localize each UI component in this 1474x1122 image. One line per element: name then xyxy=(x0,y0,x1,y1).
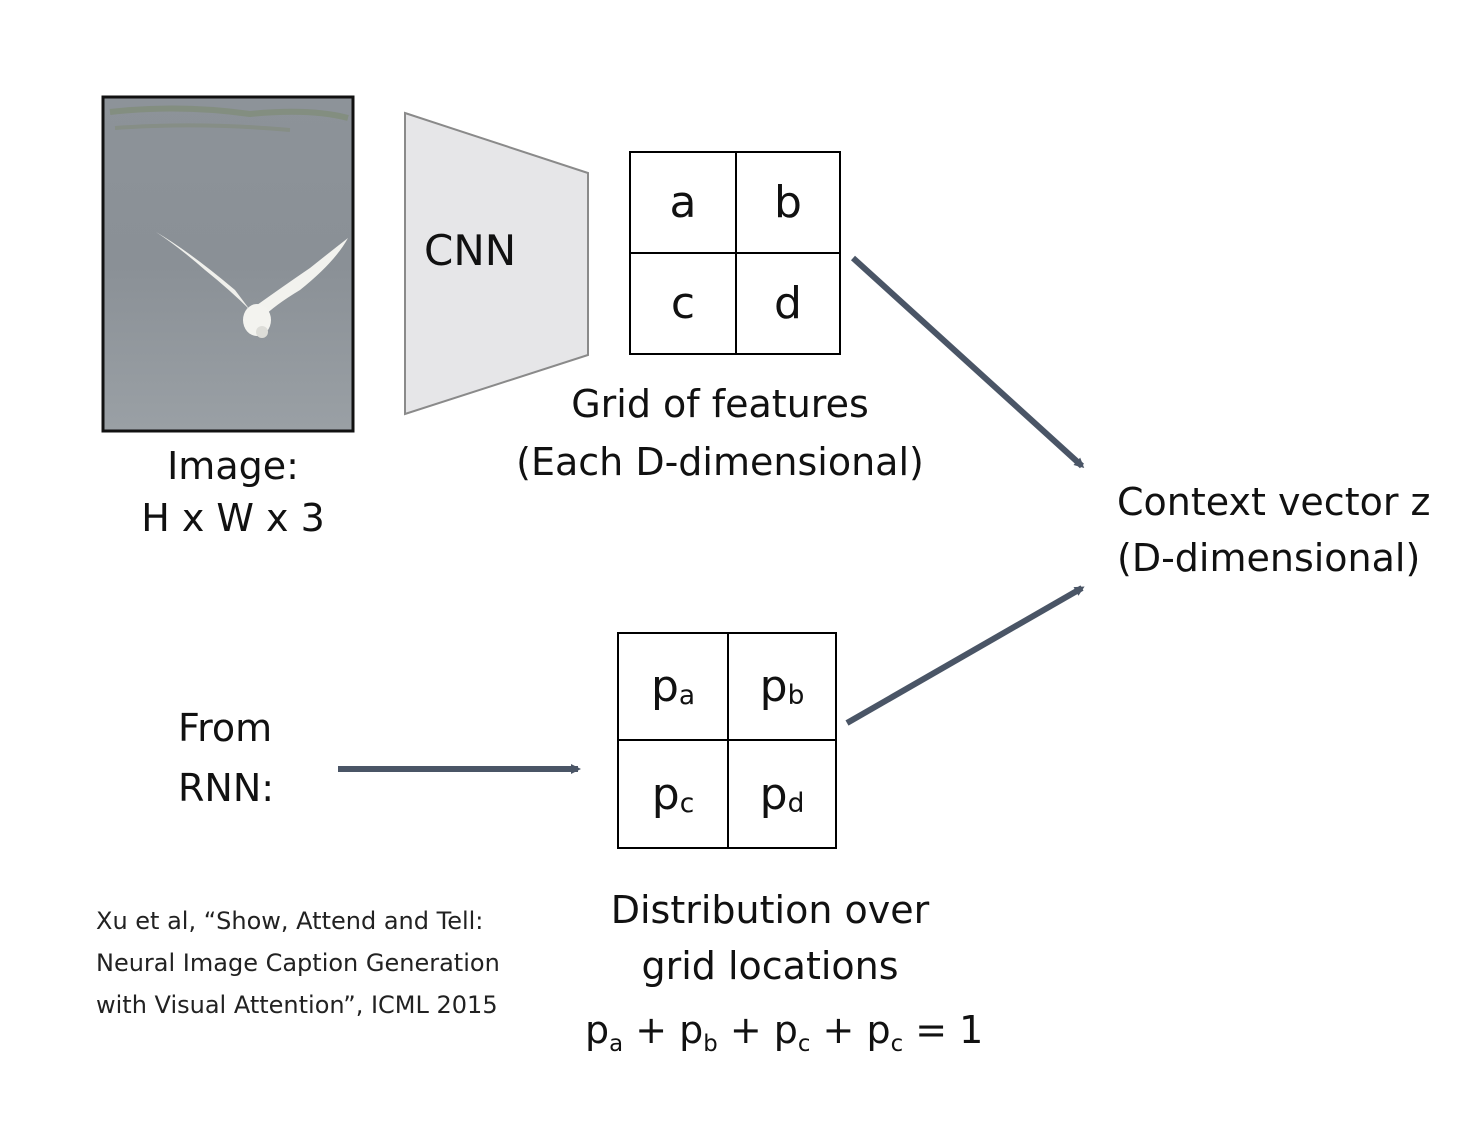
rnn-line1: From xyxy=(178,706,273,750)
eq-plus-2: + xyxy=(729,1008,762,1052)
citation-line2: Neural Image Caption Generation xyxy=(96,949,500,977)
feature-cell-b: b xyxy=(774,177,802,228)
prob-cell-a-sub: a xyxy=(678,680,696,712)
prob-cell-b-base: p xyxy=(759,661,788,712)
probability-sum-equation: pa + pb + pc + pc = 1 xyxy=(585,1008,984,1057)
prob-caption-line2: grid locations xyxy=(641,943,899,988)
feature-caption-line2: (Each D-dimensional) xyxy=(516,439,924,484)
prob-caption-line1: Distribution over xyxy=(610,888,930,932)
prob-grid-caption: Distribution over grid locations xyxy=(540,888,1000,989)
eq-term-3: pc xyxy=(773,1008,811,1057)
cnn-label: CNN xyxy=(424,226,517,275)
feature-cell-c: c xyxy=(670,278,696,329)
cnn-block xyxy=(404,111,589,416)
eq-term-3-sub: c xyxy=(797,1030,811,1057)
eq-term-1: pa xyxy=(585,1008,623,1057)
eq-term-2: pb xyxy=(679,1008,718,1057)
prob-cell-b-sub: b xyxy=(787,680,805,712)
bird-photo xyxy=(101,95,355,433)
prob-cell-d-sub: d xyxy=(787,787,805,819)
image-label-line2: H x W x 3 xyxy=(141,495,325,540)
image-label: Image: H x W x 3 xyxy=(128,444,338,541)
eq-term-2-sub: b xyxy=(703,1030,718,1057)
eq-term-3-base: p xyxy=(773,1008,798,1052)
citation: Xu et al, “Show, Attend and Tell: Neural… xyxy=(96,900,500,1026)
eq-term-2-base: p xyxy=(679,1008,704,1052)
feature-grid-lines xyxy=(629,151,841,355)
eq-term-4: pc xyxy=(866,1008,903,1057)
probs-to-context-arrow xyxy=(845,585,1085,726)
features-to-context-arrow xyxy=(850,255,1085,469)
feature-caption-line1: Grid of features xyxy=(571,382,869,426)
prob-cell-d-base: p xyxy=(759,768,788,820)
prob-cell-a-base: p xyxy=(650,661,679,712)
context-line1: Context vector z xyxy=(1117,480,1431,524)
context-line2: (D-dimensional) xyxy=(1117,535,1421,580)
eq-term-4-base: p xyxy=(866,1008,891,1052)
prob-cell-c-sub: c xyxy=(679,787,695,819)
eq-term-4-sub: c xyxy=(890,1030,904,1057)
citation-line3: with Visual Attention”, ICML 2015 xyxy=(96,991,498,1019)
prob-grid-lines xyxy=(617,632,837,849)
eq-term-1-sub: a xyxy=(609,1030,624,1057)
image-label-line1: Image: xyxy=(167,444,299,488)
eq-equals: = 1 xyxy=(915,1008,984,1052)
eq-plus-1: + xyxy=(635,1008,668,1052)
context-vector-label: Context vector z (D-dimensional) xyxy=(1117,480,1431,581)
rnn-line2: RNN: xyxy=(178,765,275,810)
feature-cell-a: a xyxy=(669,177,697,228)
prob-cell-c-base: p xyxy=(651,768,680,820)
rnn-label: From RNN: xyxy=(178,706,274,811)
feature-grid-caption: Grid of features (Each D-dimensional) xyxy=(480,382,960,485)
feature-cell-d: d xyxy=(774,278,802,329)
eq-term-1-base: p xyxy=(585,1008,610,1052)
eq-plus-3: + xyxy=(822,1008,855,1052)
citation-line1: Xu et al, “Show, Attend and Tell: xyxy=(96,907,484,935)
